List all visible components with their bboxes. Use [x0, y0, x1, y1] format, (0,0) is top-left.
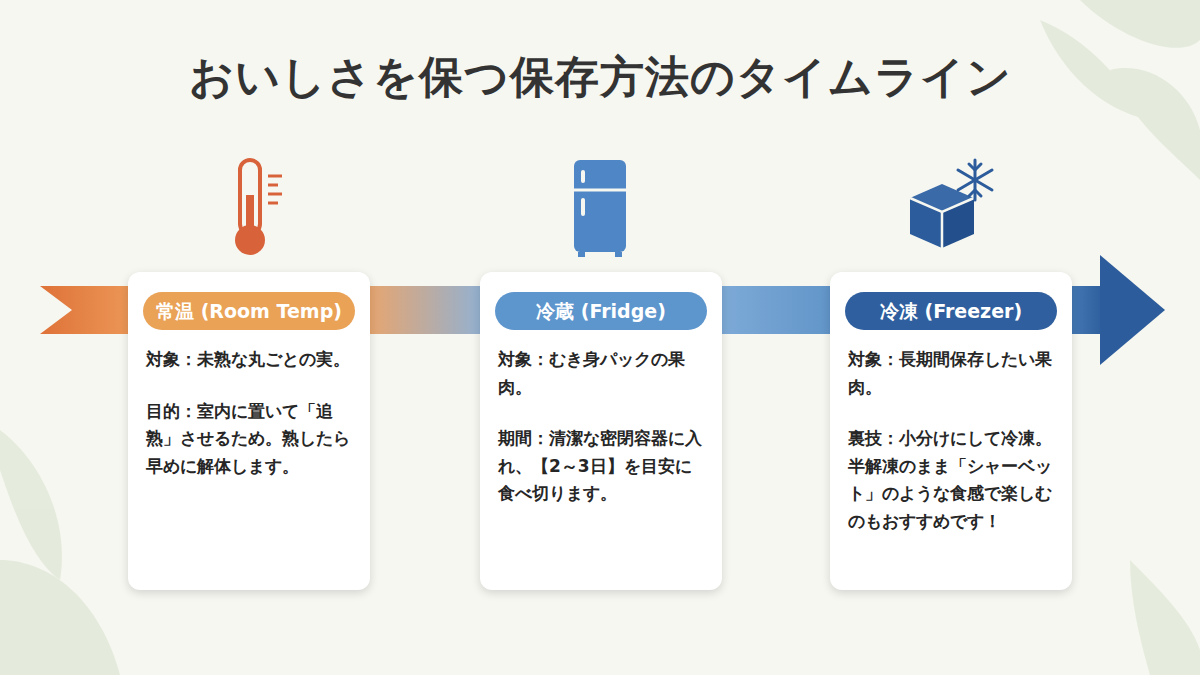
timeline-band [710, 286, 842, 334]
stage-heading-pill: 冷凍 (Freezer) [845, 292, 1057, 330]
stage-card: 常温 (Room Temp) 対象：未熟な丸ごとの実。目的：室内に置いて「追熟」さ… [128, 272, 370, 590]
diagram-title: おいしさを保つ保存方法のタイムライン [0, 48, 1200, 107]
card-body-text: 目的：室内に置いて「追熟」させるため。熟したら早めに解体します。 [146, 398, 352, 481]
timeline-band [358, 286, 492, 334]
fridge-icon [574, 160, 626, 257]
stage-card: 冷蔵 (Fridge) 対象：むき身パックの果肉。期間：清潔な密閉容器に入れ、【2… [480, 272, 722, 590]
card-body-text: 裏技：小分けにして冷凍。半解凍のまま「シャーベット」のような食感で楽しむのもおす… [848, 425, 1054, 535]
card-body-text: 対象：長期間保存したい果肉。 [848, 346, 1054, 401]
timeline-arrowhead [1100, 255, 1165, 365]
timeline-band-connector [358, 286, 492, 334]
card-body-text: 対象：未熟な丸ごとの実。 [146, 346, 352, 374]
stage-heading-pill: 冷蔵 (Fridge) [495, 292, 707, 330]
timeline-band-connector [710, 286, 842, 334]
snowflake-icon [958, 160, 992, 200]
stage-card: 冷凍 (Freezer) 対象：長期間保存したい果肉。裏技：小分けにして冷凍。半解… [830, 272, 1072, 590]
ice-cube-icon [910, 184, 974, 248]
card-body-text: 対象：むき身パックの果肉。 [498, 346, 704, 401]
stage-heading-pill: 常温 (Room Temp) [143, 292, 355, 330]
thermometer-icon [235, 160, 282, 255]
card-body-text: 期間：清潔な密閉容器に入れ、【2～3日】を目安に食べ切ります。 [498, 425, 704, 508]
